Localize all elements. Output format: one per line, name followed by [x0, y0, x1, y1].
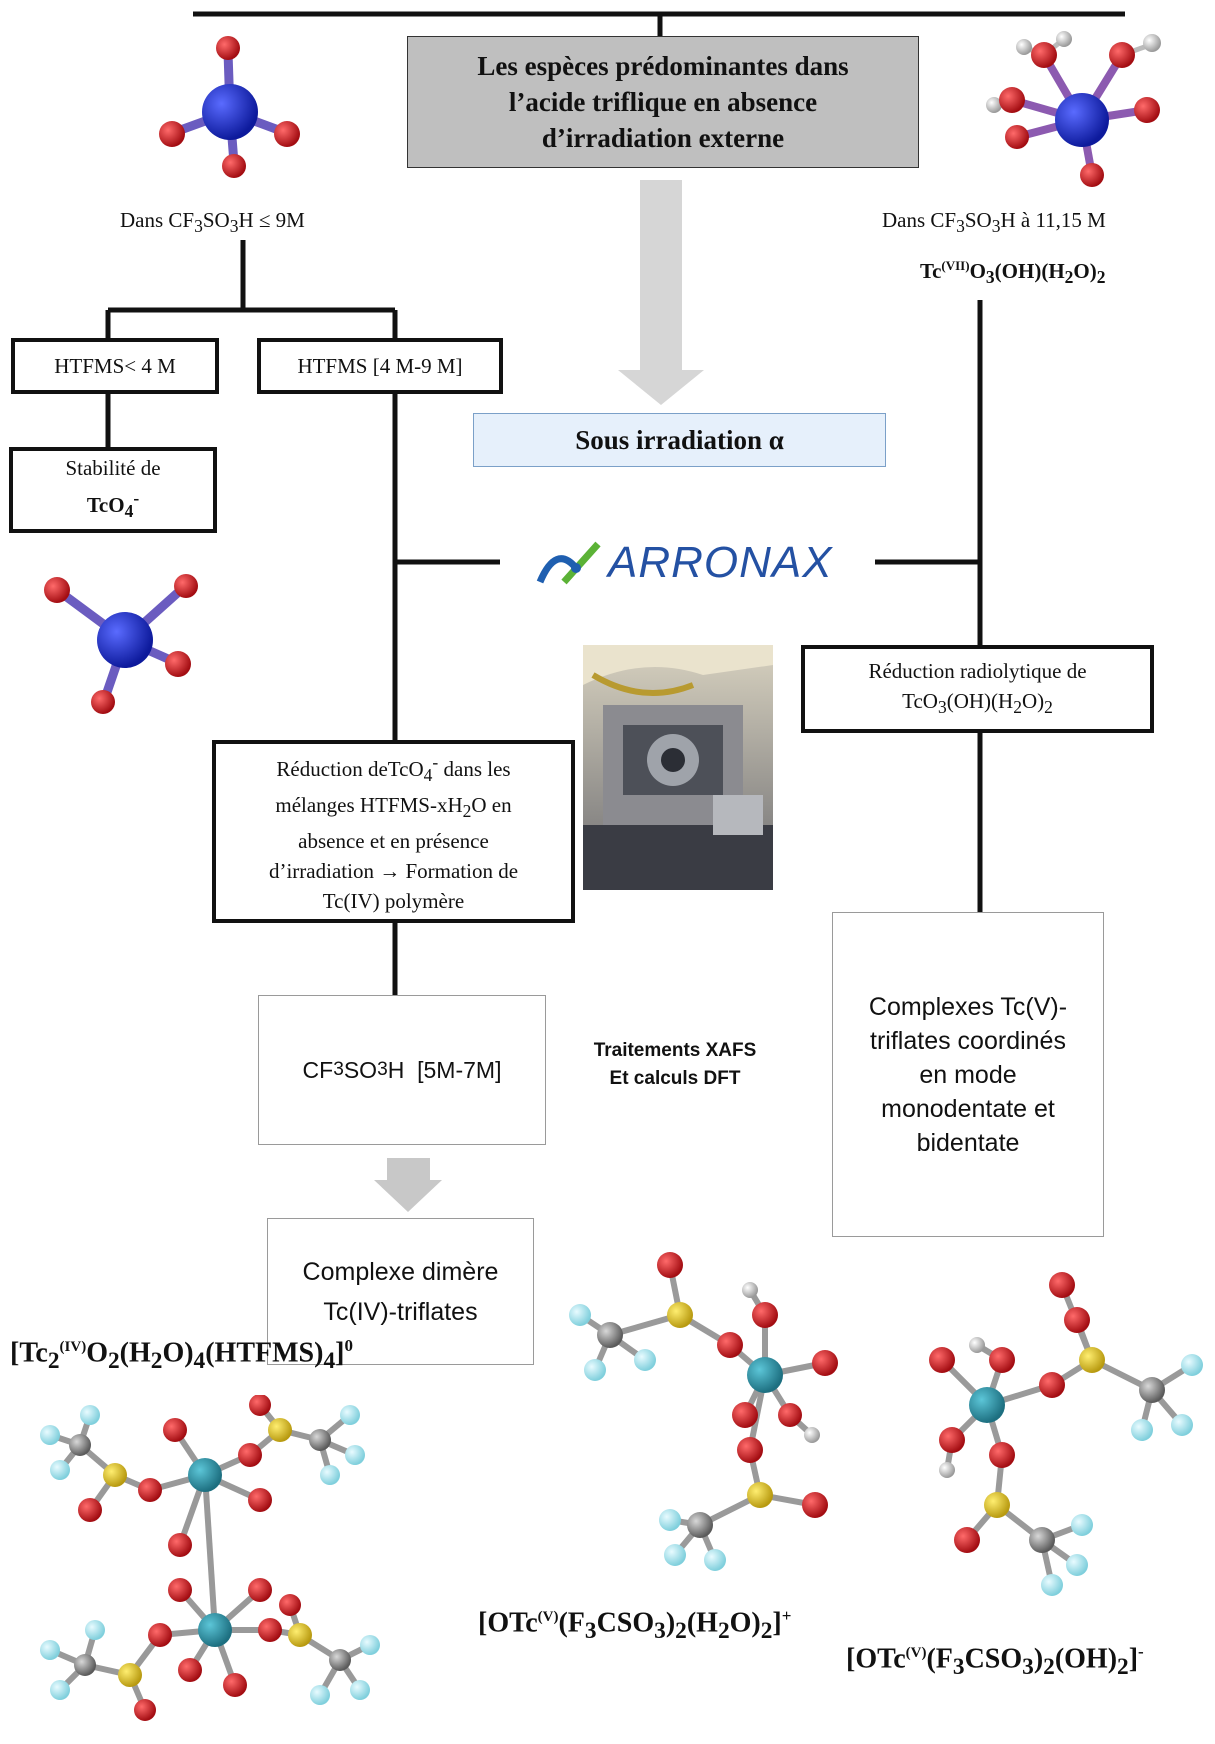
title-line-2: l’acide triflique en absence: [508, 87, 818, 117]
tc-vii-molecule: [986, 31, 1161, 187]
complex-v-line-2: triflates coordinés: [870, 1026, 1066, 1055]
formula-dimer: [Tc2(IV)O2(H2O)4(HTFMS)4]0: [10, 1336, 353, 1374]
reduction-left-line-2: mélanges HTFMS-xH2O en: [275, 793, 512, 822]
right-species-formula: Tc(VII)O3(OH)(H2O)2: [920, 258, 1106, 288]
right-condition-label: Dans CF3SO3H à 11,15 M: [882, 208, 1106, 237]
stability-formula: TcO4-: [86, 488, 140, 522]
down-arrow-large: [618, 180, 704, 405]
reduction-left-box: Réduction deTcO4- dans les mélanges HTFM…: [212, 740, 575, 923]
complex-v-line-1: Complexes Tc(V)-: [868, 992, 1068, 1021]
formula-cation: [OTc(V)(F3CSO3)2(H2O)2]+: [478, 1606, 792, 1644]
down-arrow-small: [374, 1158, 442, 1212]
reduction-left-line-1: Réduction deTcO4- dans les: [276, 751, 511, 785]
complex-v-line-3: en mode: [919, 1060, 1017, 1089]
cation-molecule: [569, 1252, 838, 1571]
dimer-line-2: Tc(IV)-triflates: [323, 1297, 478, 1326]
title-line-3: d’irradiation externe: [541, 123, 785, 153]
formula-anion: [OTc(V)(F3CSO3)2(OH)2]-: [846, 1642, 1144, 1680]
htfms-mid-box: HTFMS [4 M-9 M]: [257, 338, 503, 394]
arronax-logo-icon: [536, 541, 601, 585]
stability-box: Stabilité de TcO4-: [9, 447, 217, 533]
dimer-line-1: Complexe dimère: [302, 1257, 499, 1286]
tco4-molecule-middle: [44, 574, 198, 714]
htfms-low-box: HTFMS< 4 M: [11, 338, 219, 394]
stability-line-1: Stabilité de: [65, 456, 161, 481]
title-box: Les espèces prédominantes dans l’acide t…: [407, 36, 919, 168]
dimer-molecule: [40, 1395, 380, 1721]
anion-molecule: [929, 1272, 1203, 1596]
reduction-right-box: Réduction radiolytique de TcO3(OH)(H2O)2: [801, 645, 1154, 733]
reduction-right-line-1: Réduction radiolytique de: [868, 658, 1087, 683]
reduction-left-line-5: Tc(IV) polymère: [322, 889, 465, 914]
left-condition-label: Dans CF3SO3H ≤ 9M: [120, 208, 305, 237]
methods-line-1: Traitements XAFS: [593, 1040, 757, 1061]
complex-v-line-5: bidentate: [916, 1128, 1020, 1157]
reduction-left-line-4: d’irradiation → Formation de: [268, 859, 519, 884]
irradiation-box: Sous irradiation α: [473, 413, 886, 467]
methods-label: Traitements XAFS Et calculs DFT: [575, 1037, 775, 1093]
reduction-left-line-3: absence et en présence: [298, 829, 489, 854]
arronax-logo-text: ARRONAX: [608, 538, 833, 587]
tco4-molecule-top: [159, 36, 300, 178]
lab-photo: [583, 645, 773, 890]
arronax-logo: ARRONAX: [528, 530, 843, 596]
complex-v-box: Complexes Tc(V)- triflates coordinés en …: [832, 912, 1104, 1237]
reduction-right-formula: TcO3(OH)(H2O)2: [902, 688, 1053, 718]
dimer-box: Complexe dimère Tc(IV)-triflates: [267, 1218, 534, 1365]
complex-v-line-4: monodentate et: [881, 1094, 1055, 1123]
methods-line-2: Et calculs DFT: [609, 1068, 741, 1089]
title-line-1: Les espèces prédominantes dans: [477, 51, 849, 81]
